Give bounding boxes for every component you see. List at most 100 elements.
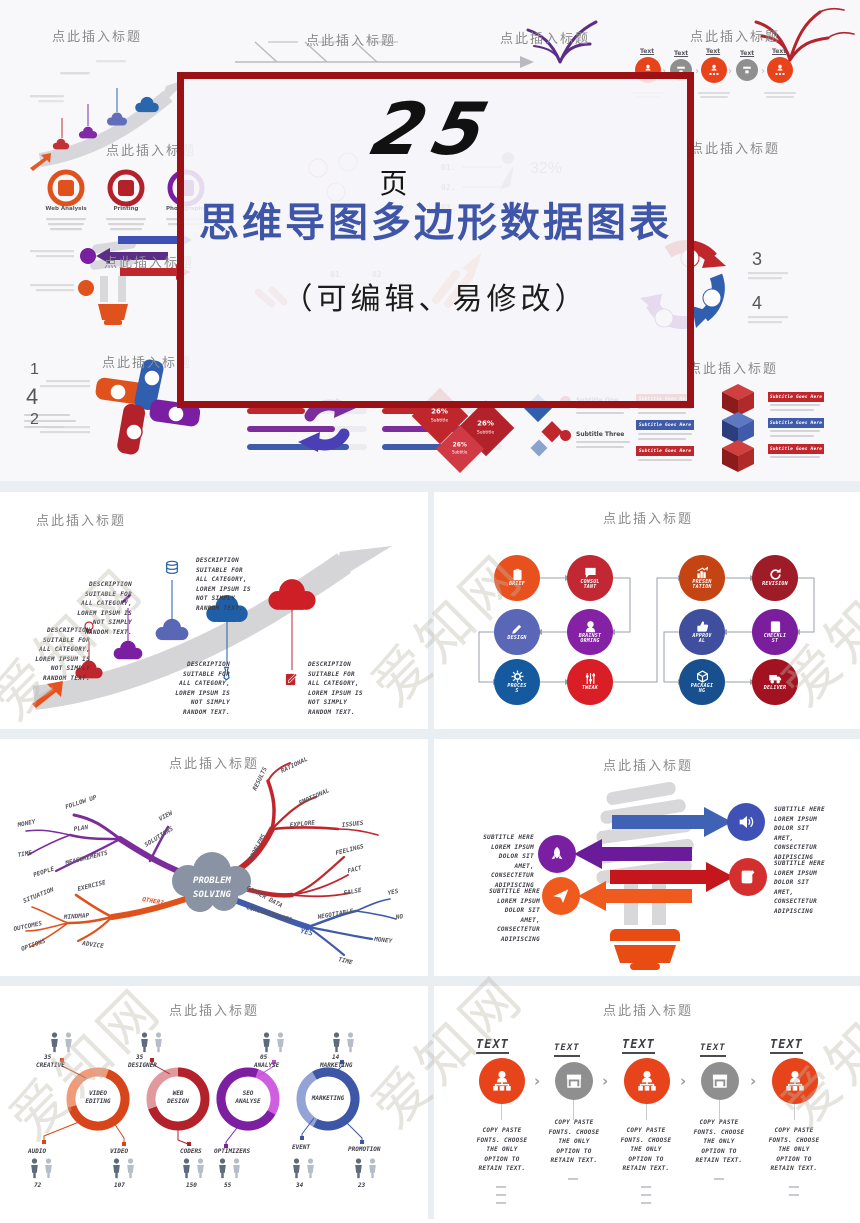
flow-step-presentation: PRESEN TATION	[679, 555, 725, 601]
hero-section-title: 点此插入标题	[690, 29, 781, 44]
step-header: TEXT	[554, 1044, 580, 1057]
svg-text:FOLLOW UP: FOLLOW UP	[64, 794, 97, 811]
svg-text:VIEW: VIEW	[158, 809, 175, 823]
svg-text:ADVICE: ADVICE	[81, 940, 105, 950]
step-header: TEXT	[700, 1044, 726, 1057]
description-block: DESCRIPTION SUITABLE FOR ALL CATEGORY, L…	[175, 661, 230, 716]
ring-center: MARKETING	[311, 1095, 345, 1102]
svg-text:MONEY: MONEY	[16, 818, 36, 829]
separator	[428, 492, 434, 729]
step-body: COPY PASTE FONTS. CHOOSE THE ONLY OPTION…	[548, 1119, 600, 1165]
ring-bottom-num: 34	[296, 1182, 304, 1189]
chevron-right-icon: ›	[602, 1072, 609, 1090]
org-chart-icon	[479, 1058, 525, 1104]
svg-text:SITUATION: SITUATION	[22, 886, 55, 905]
mini-arc-diagram	[30, 60, 190, 171]
ring-top-label: DESIGNER	[128, 1062, 157, 1069]
hero-number-2: 2	[30, 411, 39, 428]
mindmap-canvas: PROBLEM SOLVING SOLUTIONS VIEW FOLLOW UP…	[13, 756, 404, 967]
flow-step-approval: APPROV AL	[679, 609, 725, 655]
mini-mind-trees	[526, 7, 855, 64]
svg-text:MINDMAP: MINDMAP	[63, 912, 90, 921]
page-count-unit: 页	[379, 169, 408, 200]
slide-text-steps[interactable]: 点此插入标题 TEXT TEXT TEXT TEXT TEXT › › › › …	[434, 986, 860, 1219]
ring-top-num: 14	[332, 1054, 340, 1061]
ring-top-label: MARKETING	[320, 1062, 353, 1069]
svg-text:›: ›	[662, 66, 666, 77]
separator	[0, 976, 860, 986]
ring-bottom-label: EVENT	[292, 1144, 311, 1151]
mini-iso-cubes	[722, 384, 754, 472]
chart-icon	[696, 566, 709, 579]
hero-section-title: 点此插入标题	[102, 355, 193, 370]
chat-icon	[584, 566, 597, 579]
slide-mindmap[interactable]: 点此插入标题	[0, 739, 428, 976]
banner: Subtitle Goes Here	[768, 392, 824, 402]
slide-circle-flow[interactable]: 点此插入标题 BRIEF CONSUL TANT DESIGN BRAINST …	[434, 492, 860, 729]
org-chart-icon	[624, 1058, 670, 1104]
mini-progress-bars-1	[247, 408, 367, 450]
hero-section-title: 点此插入标题	[52, 29, 143, 44]
hero-section-title: 点此插入标题	[500, 31, 591, 46]
thumb-up-icon	[696, 620, 709, 633]
bulb-canvas	[574, 781, 734, 970]
hero-section-title: 点此插入标题	[104, 255, 195, 270]
shop-icon	[555, 1062, 593, 1100]
sliders-icon	[584, 672, 597, 685]
speaker-icon	[727, 803, 765, 841]
box-icon	[696, 670, 709, 683]
shop-icon	[701, 1062, 739, 1100]
ring-top-num: 35	[136, 1054, 144, 1061]
slide-arc-clouds[interactable]: 点此插入标题 DESCRIPTION SUITABLE FOR ALL CATE…	[0, 492, 428, 729]
bulb-text: SUBTITLE HERE LOREM IPSUM DOLOR SIT AMET…	[489, 888, 540, 943]
banner: Subtitle Goes Here	[636, 420, 694, 430]
slide-title: 点此插入标题	[602, 511, 694, 526]
flow-step-brief: BRIEF	[494, 555, 540, 601]
flow-step-deliver: DELIVER	[752, 659, 798, 705]
ring-bottom-label: OPTIMIZERS	[214, 1148, 251, 1155]
svg-text:FEELINGS: FEELINGS	[335, 843, 365, 857]
mini-step-label: Text	[706, 48, 721, 55]
svg-text:YES: YES	[300, 927, 314, 937]
flow-step-consultant: CONSUL TANT	[567, 555, 613, 601]
slide-title: 点此插入标题	[36, 513, 127, 528]
svg-text:NEGOTIABLE: NEGOTIABLE	[316, 908, 354, 921]
flow-step-checklist: CHECKLI ST	[752, 609, 798, 655]
svg-text:PEOPLE: PEOPLE	[32, 865, 55, 878]
svg-text:TIME: TIME	[17, 849, 33, 858]
svg-text:ISSUES: ISSUES	[341, 820, 364, 829]
ring-center: SEO ANALYSE	[235, 1090, 261, 1105]
cover-card[interactable]: 25 页 思维导图多边形数据图表 （可编辑、易修改）	[177, 72, 694, 408]
arc-diagram-canvas	[32, 546, 392, 710]
chevron-right-icon: ›	[680, 1072, 687, 1090]
ring-bottom-label: AUDIO	[28, 1148, 47, 1155]
pencil-icon	[511, 622, 524, 635]
mini-step-label: Text	[772, 48, 787, 55]
svg-text:MONEY: MONEY	[373, 936, 393, 945]
trio-label: Printing	[113, 206, 139, 212]
chevron-right-icon: ›	[750, 1072, 757, 1090]
ring-top-label: CREATIVE	[36, 1062, 65, 1069]
slide-rings[interactable]: 点此插入标题	[0, 986, 428, 1223]
hero-section-title: 点此插入标题	[690, 141, 781, 156]
svg-text:MEASUREMENTS: MEASUREMENTS	[64, 850, 109, 868]
bulb-text: SUBTITLE HERE LOREM IPSUM DOLOR SIT AMET…	[483, 834, 534, 889]
hero-section-title: 点此插入标题	[688, 361, 779, 376]
svg-text:›: ›	[761, 66, 765, 77]
head-icon	[584, 620, 597, 633]
hero-section-title: 点此插入标题	[106, 143, 197, 158]
banner: Subtitle Goes Here	[636, 446, 694, 456]
ring-bottom-num: 23	[358, 1182, 366, 1189]
ring-bottom-num: 107	[114, 1182, 125, 1189]
bulb-text: SUBTITLE HERE LOREM IPSUM DOLOR SIT AMET…	[774, 860, 825, 915]
mini-circle-trio	[46, 169, 206, 231]
flow-step-packaging: PACKAGI NG	[679, 659, 725, 705]
hero-number-3: 3	[752, 249, 763, 269]
ring-bottom-label: PROMOTION	[348, 1146, 381, 1153]
trio-label: Web Analysis	[45, 206, 87, 212]
slide-bulb-arrows[interactable]: 点此插入标题 SUBTITLE HERE LOREM IPSUM DOLOR S…	[434, 739, 860, 976]
hero-collage: ››››	[0, 0, 860, 481]
ring-bottom-num: 55	[224, 1182, 232, 1189]
svg-text:EXERCISE: EXERCISE	[77, 879, 107, 893]
